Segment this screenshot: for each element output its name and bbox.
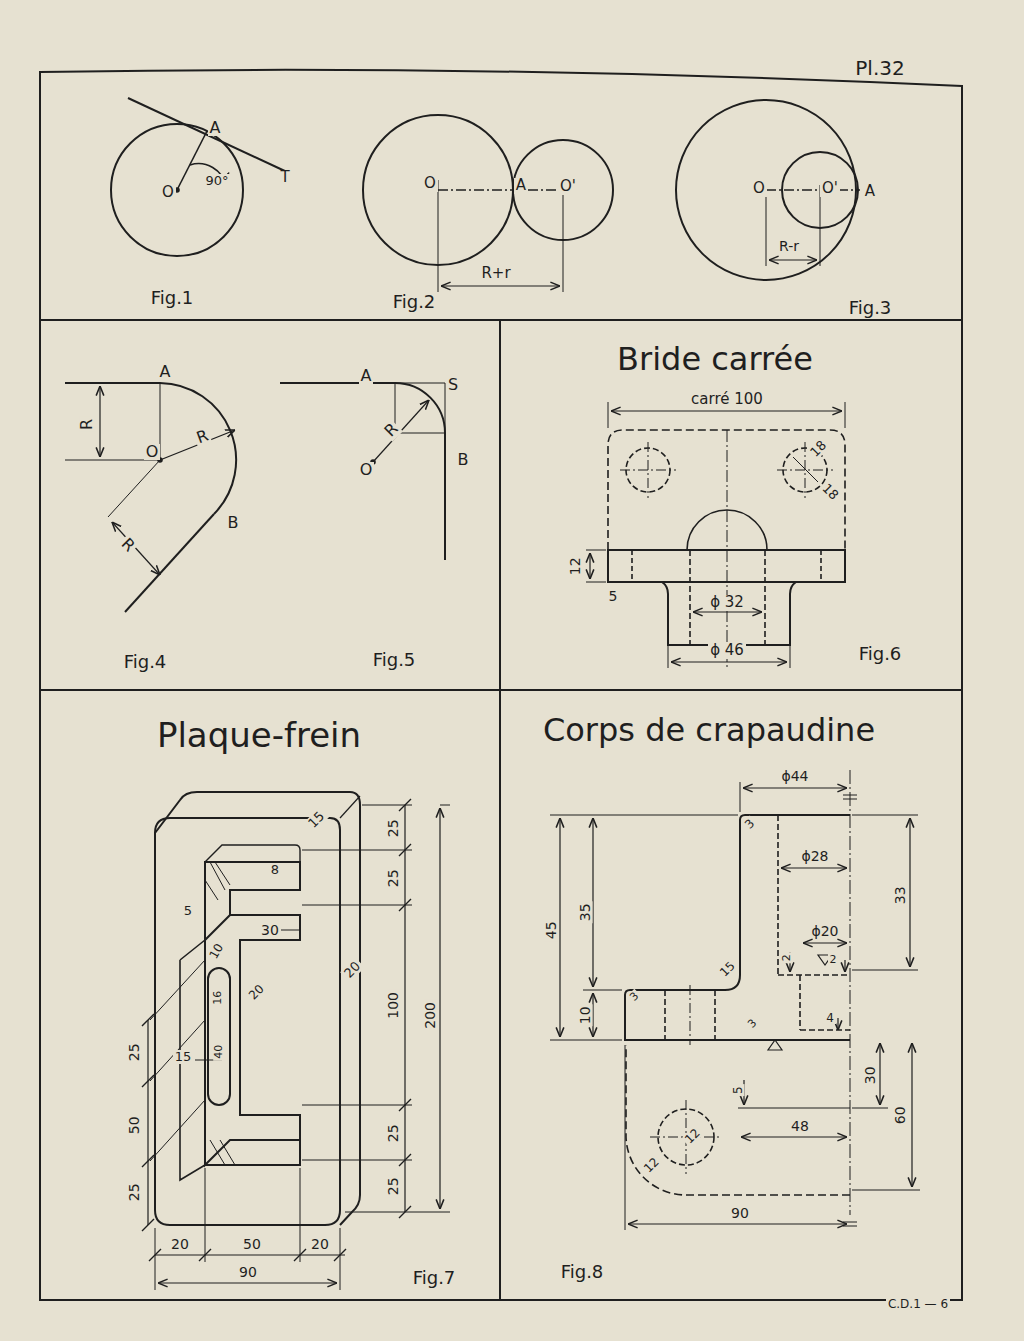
dimension-label: S	[446, 377, 460, 394]
dimension-label: 200	[423, 1000, 438, 1031]
dimension-label: 3	[626, 989, 642, 1005]
figure-caption: Fig.2	[391, 293, 438, 312]
dimension-label: O	[422, 176, 438, 192]
dimension-label: ϕ 32	[708, 595, 746, 611]
figure-caption: Pl.32	[853, 58, 906, 79]
dimension-label: R	[80, 416, 97, 431]
dimension-label: 25	[127, 1181, 142, 1203]
dimension-label: 20	[309, 1237, 331, 1252]
figure-caption: Fig.8	[559, 1263, 606, 1282]
figure-caption: Fig.5	[371, 651, 418, 670]
dimension-label: R+r	[479, 266, 512, 282]
dimension-label: 5	[607, 589, 620, 604]
dimension-label: O	[144, 444, 161, 461]
figure-caption: Fig.3	[847, 299, 894, 318]
dimension-label: 48	[789, 1119, 811, 1134]
dimension-label: 16	[212, 989, 224, 1007]
dimension-label: 20	[340, 958, 364, 982]
dimension-label: 45	[544, 919, 559, 941]
dimension-label: A	[158, 364, 173, 381]
dimension-label: 100	[386, 990, 401, 1021]
dimension-label: 3	[741, 815, 758, 832]
figure-caption: Fig.1	[149, 289, 196, 308]
dimension-label: 50	[241, 1237, 263, 1252]
dimension-label: R	[117, 534, 140, 557]
dimension-label: A	[359, 368, 374, 385]
dimension-label: 2	[780, 952, 792, 963]
dimension-label: 40	[213, 1043, 225, 1061]
figure-caption: Fig.6	[857, 645, 904, 664]
dimension-label: 25	[386, 867, 401, 889]
dimension-label: 60	[893, 1104, 908, 1126]
dimension-label: R	[381, 419, 404, 442]
figure-title: Plaque-frein	[155, 718, 363, 754]
figure-title: Corps de crapaudine	[541, 714, 877, 748]
dimension-label: A	[863, 184, 877, 200]
figure-title: Bride carrée	[615, 343, 815, 377]
dimension-label: 90	[729, 1206, 751, 1221]
dimension-label: 33	[893, 884, 908, 906]
dimension-label: 3	[744, 1016, 760, 1032]
dimension-label: 90°	[203, 174, 230, 188]
dimension-label: R-r	[777, 239, 801, 254]
dimension-label: C.D.1 — 6	[886, 1298, 950, 1311]
dimension-label: O	[358, 462, 375, 479]
dimension-label: T	[278, 170, 291, 186]
dimension-label: 25	[127, 1041, 142, 1063]
dimension-label: 25	[386, 1175, 401, 1197]
dimension-label: ϕ28	[799, 849, 830, 864]
dimension-label: O	[751, 181, 767, 197]
dimension-label: carré 100	[689, 392, 765, 408]
dimension-label: 25	[386, 817, 401, 839]
dimension-label: ϕ20	[809, 924, 840, 939]
dimension-label: 5	[732, 1084, 745, 1096]
dimension-label: 25	[386, 1122, 401, 1144]
dimension-label: B	[456, 452, 471, 469]
dimension-label: ϕ 46	[708, 643, 746, 659]
dimension-label: O	[160, 185, 176, 201]
figure-caption: Fig.7	[411, 1269, 458, 1288]
dimension-label: O'	[558, 179, 578, 195]
figure-caption: Fig.4	[122, 653, 169, 672]
dimension-label: 12	[682, 1125, 705, 1148]
dimension-label: 30	[863, 1064, 878, 1086]
dimension-label: B	[226, 515, 241, 532]
dimension-label: 15	[173, 1050, 194, 1064]
dimension-label: 18	[818, 480, 842, 504]
dimension-label: 15	[717, 958, 740, 981]
dimension-label: R	[193, 427, 213, 448]
dimension-label: 12	[641, 1154, 664, 1177]
dimension-label: 10	[207, 940, 228, 963]
dimension-label: 10	[578, 1004, 593, 1026]
dimension-label: A	[208, 120, 223, 137]
dimension-label: A	[514, 178, 528, 194]
dimension-label: 4	[824, 1012, 836, 1025]
dimension-label: ϕ44	[779, 769, 810, 784]
dimension-label: 8	[269, 863, 281, 877]
dimension-label: 20	[169, 1237, 191, 1252]
dimension-label: O'	[820, 181, 840, 197]
dimension-label: 18	[806, 437, 830, 461]
dimension-label: 20	[246, 981, 269, 1004]
dimension-label: 5	[182, 904, 194, 918]
dimension-label: 12	[568, 555, 583, 577]
dimension-label: 50	[127, 1114, 142, 1136]
dimension-label: 90	[237, 1265, 259, 1280]
dimension-label: 30	[259, 923, 281, 938]
dimension-label: 15	[304, 808, 328, 832]
dimension-label: 35	[578, 901, 593, 923]
dimension-label: 2	[828, 954, 839, 966]
